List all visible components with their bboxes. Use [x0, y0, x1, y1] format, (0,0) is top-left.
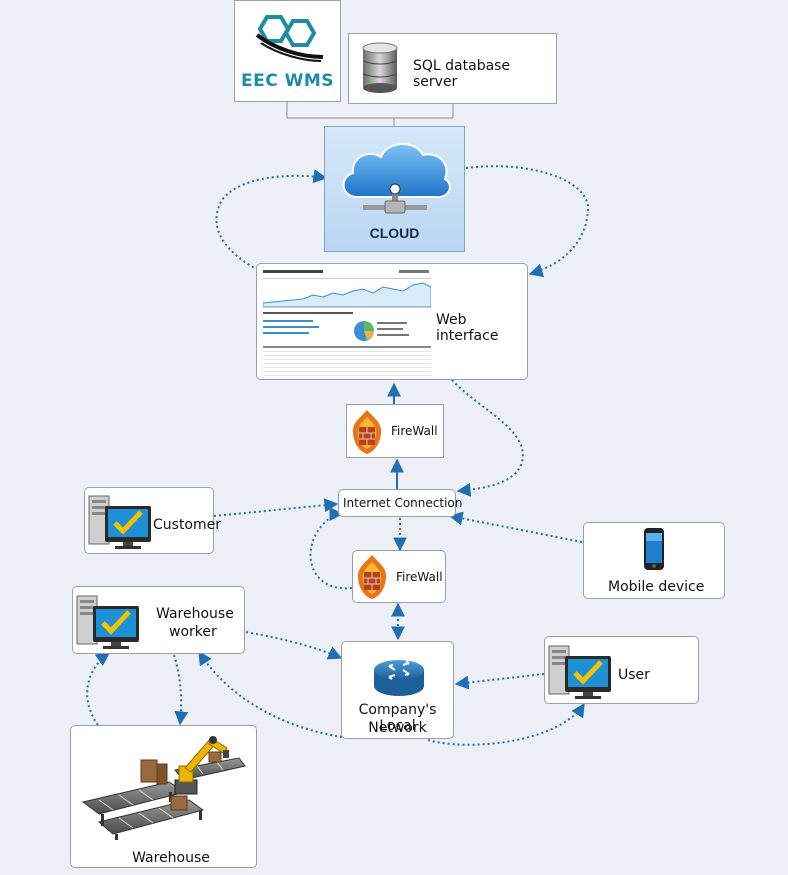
link-worker-warehouse: [173, 654, 189, 726]
computer-icon: [88, 495, 151, 549]
traffic-sparkline-graphic: [263, 282, 431, 307]
firewall-bottom-node: FireWall: [352, 550, 446, 603]
link-web-internet: [451, 379, 524, 497]
warehouse-worker-node: Warehouse worker: [72, 586, 245, 654]
hexagon-logo-icon: [255, 15, 324, 62]
server-tree-lines: [286, 102, 454, 126]
link-user-localnet: [454, 673, 545, 690]
firewall-icon: [352, 410, 382, 454]
cloud-label: CLOUD: [369, 225, 420, 241]
link-localnet-user: [427, 702, 585, 746]
internet-connection-node: Internet Connection: [338, 489, 462, 517]
cloud-icon: [342, 143, 451, 214]
firewall-top-node: FireWall: [346, 404, 444, 458]
mobile-phone-icon: [644, 528, 664, 570]
eec-wms-node: EEC WMS: [234, 0, 341, 102]
link-customer-internet: [213, 498, 339, 517]
web-interface-node: Web interface: [256, 263, 528, 380]
link-worker-localnet: [245, 631, 343, 660]
link-fw2-internet-loop: [309, 507, 353, 590]
local-network-node: Company's Local Network: [341, 641, 454, 739]
local-network-label-line2: Network: [368, 720, 427, 736]
router-icon: [374, 660, 424, 696]
warehouse-label: Warehouse: [132, 850, 210, 866]
database-icon: [362, 42, 398, 93]
cloud-node: CLOUD: [324, 126, 465, 252]
computer-icon: [548, 645, 611, 699]
link-cloud-web-right: [465, 165, 590, 278]
sql-label: SQL database server: [413, 58, 511, 90]
firewall-top-label: FireWall: [391, 424, 438, 438]
firewall-bottom-label: FireWall: [396, 570, 443, 584]
customer-node: Customer: [84, 487, 221, 554]
robot-arm-icon: [81, 736, 246, 840]
web-interface-screenshot-thumbnail: [261, 268, 433, 376]
sql-database-server-node: SQL database server: [348, 33, 557, 104]
link-web-cloud-left: [215, 169, 328, 271]
pie-chart-graphic: [354, 321, 374, 341]
web-interface-label: Web interface: [436, 312, 499, 344]
warehouse-worker-label-line1: Warehouse: [156, 606, 234, 622]
firewall-icon: [357, 555, 387, 599]
warehouse-node: Warehouse: [70, 725, 257, 868]
customer-label: Customer: [153, 517, 222, 533]
link-localnet-worker: [198, 650, 343, 738]
warehouse-worker-label-line2: worker: [169, 624, 217, 640]
mobile-device-label: Mobile device: [608, 579, 705, 595]
mobile-device-node: Mobile device: [583, 522, 725, 599]
computer-icon: [76, 595, 139, 649]
user-node: User: [544, 636, 699, 704]
internet-connection-label: Internet Connection: [343, 496, 463, 510]
local-network-label-line1: Company's Local: [358, 702, 437, 734]
eec-wms-logo-text: EEC WMS: [240, 71, 335, 91]
link-warehouse-worker: [86, 652, 111, 726]
link-mobile-internet: [448, 511, 583, 543]
user-label: User: [618, 667, 650, 683]
